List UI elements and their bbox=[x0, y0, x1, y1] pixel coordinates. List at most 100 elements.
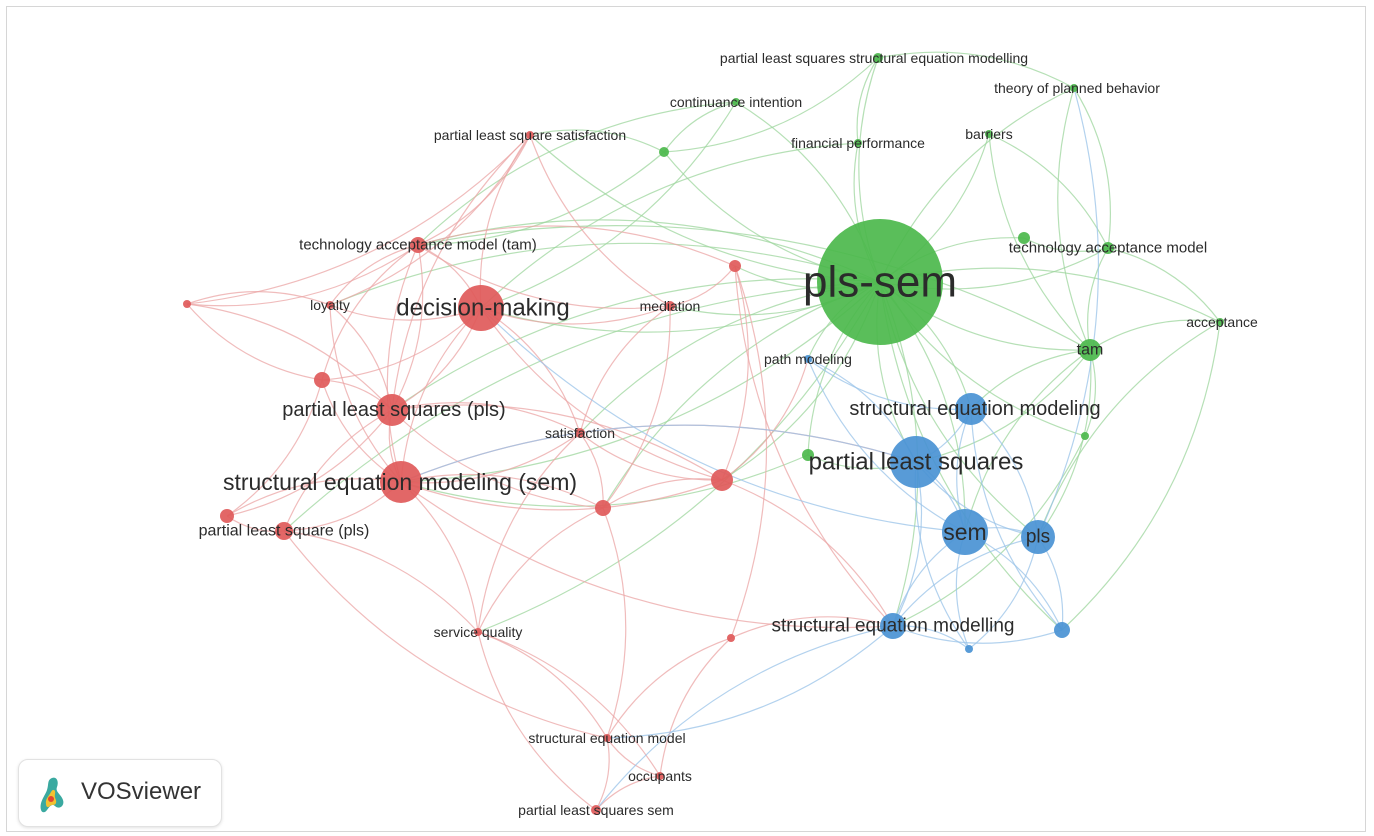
node-service[interactable] bbox=[474, 628, 482, 636]
vosviewer-logo: VOSviewer bbox=[18, 759, 222, 827]
edge-tam-full-acceptance bbox=[1107, 247, 1221, 323]
edge-mediation-red-a bbox=[669, 265, 736, 307]
edge-red-d-service bbox=[477, 507, 604, 633]
edge-green-a-plssem-model bbox=[663, 57, 879, 153]
edge-decision-mediation bbox=[480, 305, 671, 325]
node-barriers[interactable] bbox=[985, 130, 993, 138]
node-blue-b[interactable] bbox=[965, 645, 973, 653]
node-red-e[interactable] bbox=[711, 469, 733, 491]
node-red-f[interactable] bbox=[183, 300, 191, 308]
node-continuance[interactable] bbox=[732, 98, 740, 106]
node-blue-a[interactable] bbox=[1054, 622, 1070, 638]
label-pls: pls bbox=[1026, 527, 1050, 548]
node-tpb[interactable] bbox=[1070, 84, 1078, 92]
node-tam-red[interactable] bbox=[410, 237, 426, 253]
node-pls-squares[interactable] bbox=[890, 436, 942, 488]
label-finperf: financial performance bbox=[791, 135, 925, 151]
edge-sem-paren-red-c bbox=[226, 478, 402, 517]
edge-loyalty-pls-paren bbox=[329, 304, 393, 411]
edge-pls-sat-red-f bbox=[186, 134, 531, 305]
node-pls-sat[interactable] bbox=[526, 131, 534, 139]
label-loyalty: loyalty bbox=[310, 297, 350, 313]
node-pls-sem-red[interactable] bbox=[591, 805, 601, 815]
node-green-b[interactable] bbox=[802, 449, 814, 461]
edge-pls-square-service bbox=[283, 530, 479, 633]
node-sem-model[interactable] bbox=[603, 734, 611, 742]
nodes-layer bbox=[183, 53, 1224, 815]
node-pls-square[interactable] bbox=[275, 522, 293, 540]
edge-pls-square-sem-model bbox=[283, 530, 608, 739]
edge-mediation-satisfaction bbox=[579, 305, 671, 434]
edge-occupants-red-g bbox=[659, 637, 732, 777]
edge-barriers-tam bbox=[988, 133, 1091, 351]
label-tam-red: technology acceptance model (tam) bbox=[299, 237, 537, 254]
node-tam-full[interactable] bbox=[1102, 242, 1114, 254]
edge-tam-red-pls-paren bbox=[391, 244, 424, 411]
edge-pls-paren-satisfaction bbox=[391, 402, 581, 434]
node-mediation[interactable] bbox=[665, 301, 675, 311]
node-red-a[interactable] bbox=[729, 260, 741, 272]
node-sem-modelling[interactable] bbox=[880, 613, 906, 639]
node-occupants[interactable] bbox=[656, 772, 664, 780]
edge-red-a-red-e bbox=[721, 265, 749, 481]
node-acceptance[interactable] bbox=[1216, 318, 1224, 326]
node-pls-sem[interactable] bbox=[817, 219, 943, 345]
label-barriers: barriers bbox=[965, 126, 1012, 142]
node-green-c[interactable] bbox=[1018, 232, 1030, 244]
edge-tam-red-red-b bbox=[321, 244, 419, 381]
label-pls-sem: pls-sem bbox=[803, 258, 957, 307]
node-red-b[interactable] bbox=[314, 372, 330, 388]
edge-pls-sat-loyalty bbox=[329, 134, 531, 306]
edge-sem-paren-sem-modelling bbox=[400, 481, 894, 629]
edge-pls-sem-service bbox=[477, 281, 881, 633]
edge-tam-red-red-a bbox=[417, 225, 736, 267]
edge-red-f-loyalty bbox=[186, 291, 331, 306]
edge-sem-paren-red-e bbox=[400, 479, 723, 511]
edge-mediation-red-d bbox=[602, 305, 671, 509]
edge-tam-full-tam bbox=[1087, 247, 1109, 351]
edge-red-g-sem-modelling bbox=[730, 616, 894, 639]
edge-service-pls-sem-red bbox=[477, 631, 597, 811]
edge-tam-pls-squares bbox=[915, 349, 1091, 463]
edge-green-a-continuance bbox=[663, 101, 737, 153]
edge-tam-tam-red bbox=[417, 225, 1091, 351]
node-sem-paren[interactable] bbox=[380, 461, 422, 503]
edge-pls-tpb bbox=[1037, 87, 1099, 538]
label-pls-squares: partial least squares bbox=[809, 449, 1024, 476]
node-red-d[interactable] bbox=[595, 500, 611, 516]
edge-tam-red-red-f bbox=[186, 244, 419, 307]
node-pls-paren[interactable] bbox=[376, 394, 408, 426]
edge-sem-paren-service bbox=[400, 481, 479, 633]
node-red-g[interactable] bbox=[727, 634, 735, 642]
edge-tpb-tam-full bbox=[1073, 87, 1112, 249]
edge-sem-modelling-pls-sem-red bbox=[595, 625, 894, 811]
edge-tam-full-green-c bbox=[1023, 237, 1109, 252]
node-finperf[interactable] bbox=[854, 139, 862, 147]
edge-sem-modelling-blue-a bbox=[892, 625, 1063, 644]
node-plssem-model[interactable] bbox=[873, 53, 883, 63]
label-sem-model: structural equation model bbox=[528, 730, 685, 746]
label-decision: decision-making bbox=[396, 295, 569, 322]
node-satisfaction[interactable] bbox=[575, 428, 585, 438]
edge-red-d-sem-model bbox=[602, 507, 627, 739]
node-green-a[interactable] bbox=[659, 147, 669, 157]
edge-sem-modelling-sem-model bbox=[606, 625, 894, 739]
node-loyalty[interactable] bbox=[326, 301, 334, 309]
node-pls[interactable] bbox=[1021, 520, 1055, 554]
edge-red-f-pls-paren bbox=[186, 303, 393, 411]
node-path[interactable] bbox=[804, 355, 812, 363]
node-sem[interactable] bbox=[942, 509, 988, 555]
label-service: service quality bbox=[434, 624, 523, 640]
node-tam[interactable] bbox=[1079, 339, 1101, 361]
edge-sem-model-pls-sem-red bbox=[595, 737, 610, 811]
node-red-c[interactable] bbox=[220, 509, 234, 523]
edges-layer bbox=[186, 51, 1221, 811]
edge-pls-paren-pls-square bbox=[283, 409, 393, 532]
edge-path-sem bbox=[807, 358, 966, 533]
node-green-d[interactable] bbox=[1081, 432, 1089, 440]
node-decision[interactable] bbox=[458, 285, 504, 331]
label-continuance: continuance intention bbox=[670, 94, 802, 110]
node-sem-modeling[interactable] bbox=[955, 393, 987, 425]
edge-acceptance-blue-a bbox=[1061, 321, 1221, 631]
